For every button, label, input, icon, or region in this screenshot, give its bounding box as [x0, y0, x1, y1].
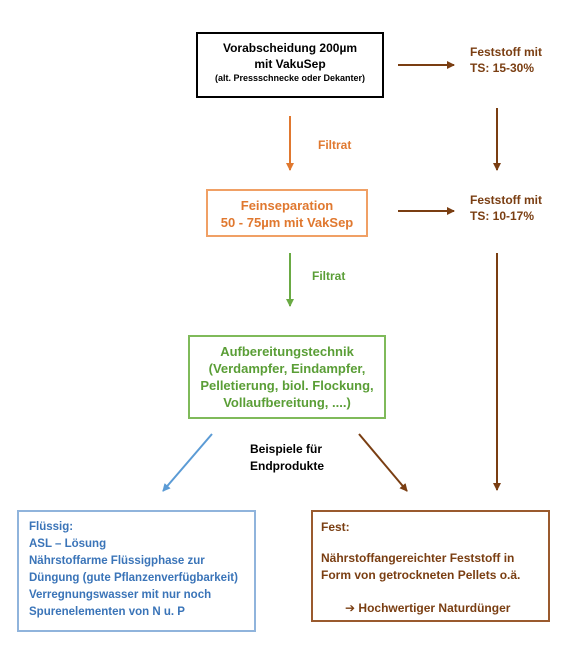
liquid-line: Spurenelementen von N u. P	[29, 606, 185, 618]
pre-separation-line2: mit VakuSep	[254, 57, 326, 71]
solid1-label: Feststoff mit TS: 15-30%	[470, 44, 542, 76]
solid2-line1: Feststoff mit	[470, 193, 542, 207]
solid-final-result-text: Hochwertiger Naturdünger	[358, 601, 511, 615]
processing-line2: (Verdampfer, Eindampfer,	[208, 361, 366, 376]
solid2-line2: TS: 10-17%	[470, 209, 535, 223]
filtrat-label-1: Filtrat	[318, 138, 352, 152]
solid1-line2: TS: 15-30%	[470, 61, 535, 75]
pre-separation-box: Vorabscheidung 200µm mit VakuSep (alt. P…	[196, 32, 384, 98]
fine-separation-line1: Feinseparation	[240, 198, 334, 213]
examples-line2: Endprodukte	[250, 459, 324, 473]
processing-line4: Vollaufbereitung, ....)	[223, 395, 351, 410]
solid2-label: Feststoff mit TS: 10-17%	[470, 192, 542, 224]
examples-line1: Beispiele für	[250, 442, 323, 456]
liquid-line: Düngung (gute Pflanzenverfügbarkeit)	[29, 572, 238, 584]
filtrat-label-2: Filtrat	[312, 269, 346, 283]
processing-technology-box: Aufbereitungstechnik (Verdampfer, Eindam…	[188, 335, 386, 419]
solid-final-line1: Nährstoffangereichter Feststoff in	[321, 551, 515, 565]
fine-separation-line2: 50 - 75µm mit VakSep	[220, 215, 354, 230]
solid-final-result: ➔ Hochwertiger Naturdünger	[321, 600, 548, 617]
fine-separation-box: Feinseparation 50 - 75µm mit VakSep	[206, 189, 368, 237]
pre-separation-line1: Vorabscheidung 200µm	[222, 41, 358, 55]
liquid-line: Nährstoffarme Flüssigphase zur	[29, 555, 205, 567]
processing-line3: Pelletierung, biol. Flockung,	[200, 378, 374, 393]
liquid-line: ASL – Lösung	[29, 538, 107, 550]
solid1-line1: Feststoff mit	[470, 45, 542, 59]
liquid-line: Verregnungswasser mit nur noch	[29, 589, 212, 601]
processing-line1: Aufbereitungstechnik	[220, 344, 354, 359]
examples-label: Beispiele für Endprodukte	[250, 441, 324, 475]
right-arrow-icon: ➔	[345, 601, 356, 615]
liquid-product-box: Flüssig: ASL – Lösung Nährstoffarme Flüs…	[17, 510, 256, 632]
arrow-box3-to-liquid	[162, 433, 213, 492]
solid-product-box: Fest: Nährstoffangereichter Feststoff in…	[311, 510, 550, 622]
arrow-box3-to-fest	[358, 433, 408, 492]
solid-final-line2: Form von getrockneten Pellets o.ä.	[321, 568, 521, 582]
liquid-title: Flüssig:	[29, 521, 74, 533]
pre-separation-alternatives: (alt. Pressschnecke oder Dekanter)	[214, 73, 366, 83]
solid-final-title: Fest:	[321, 520, 350, 534]
